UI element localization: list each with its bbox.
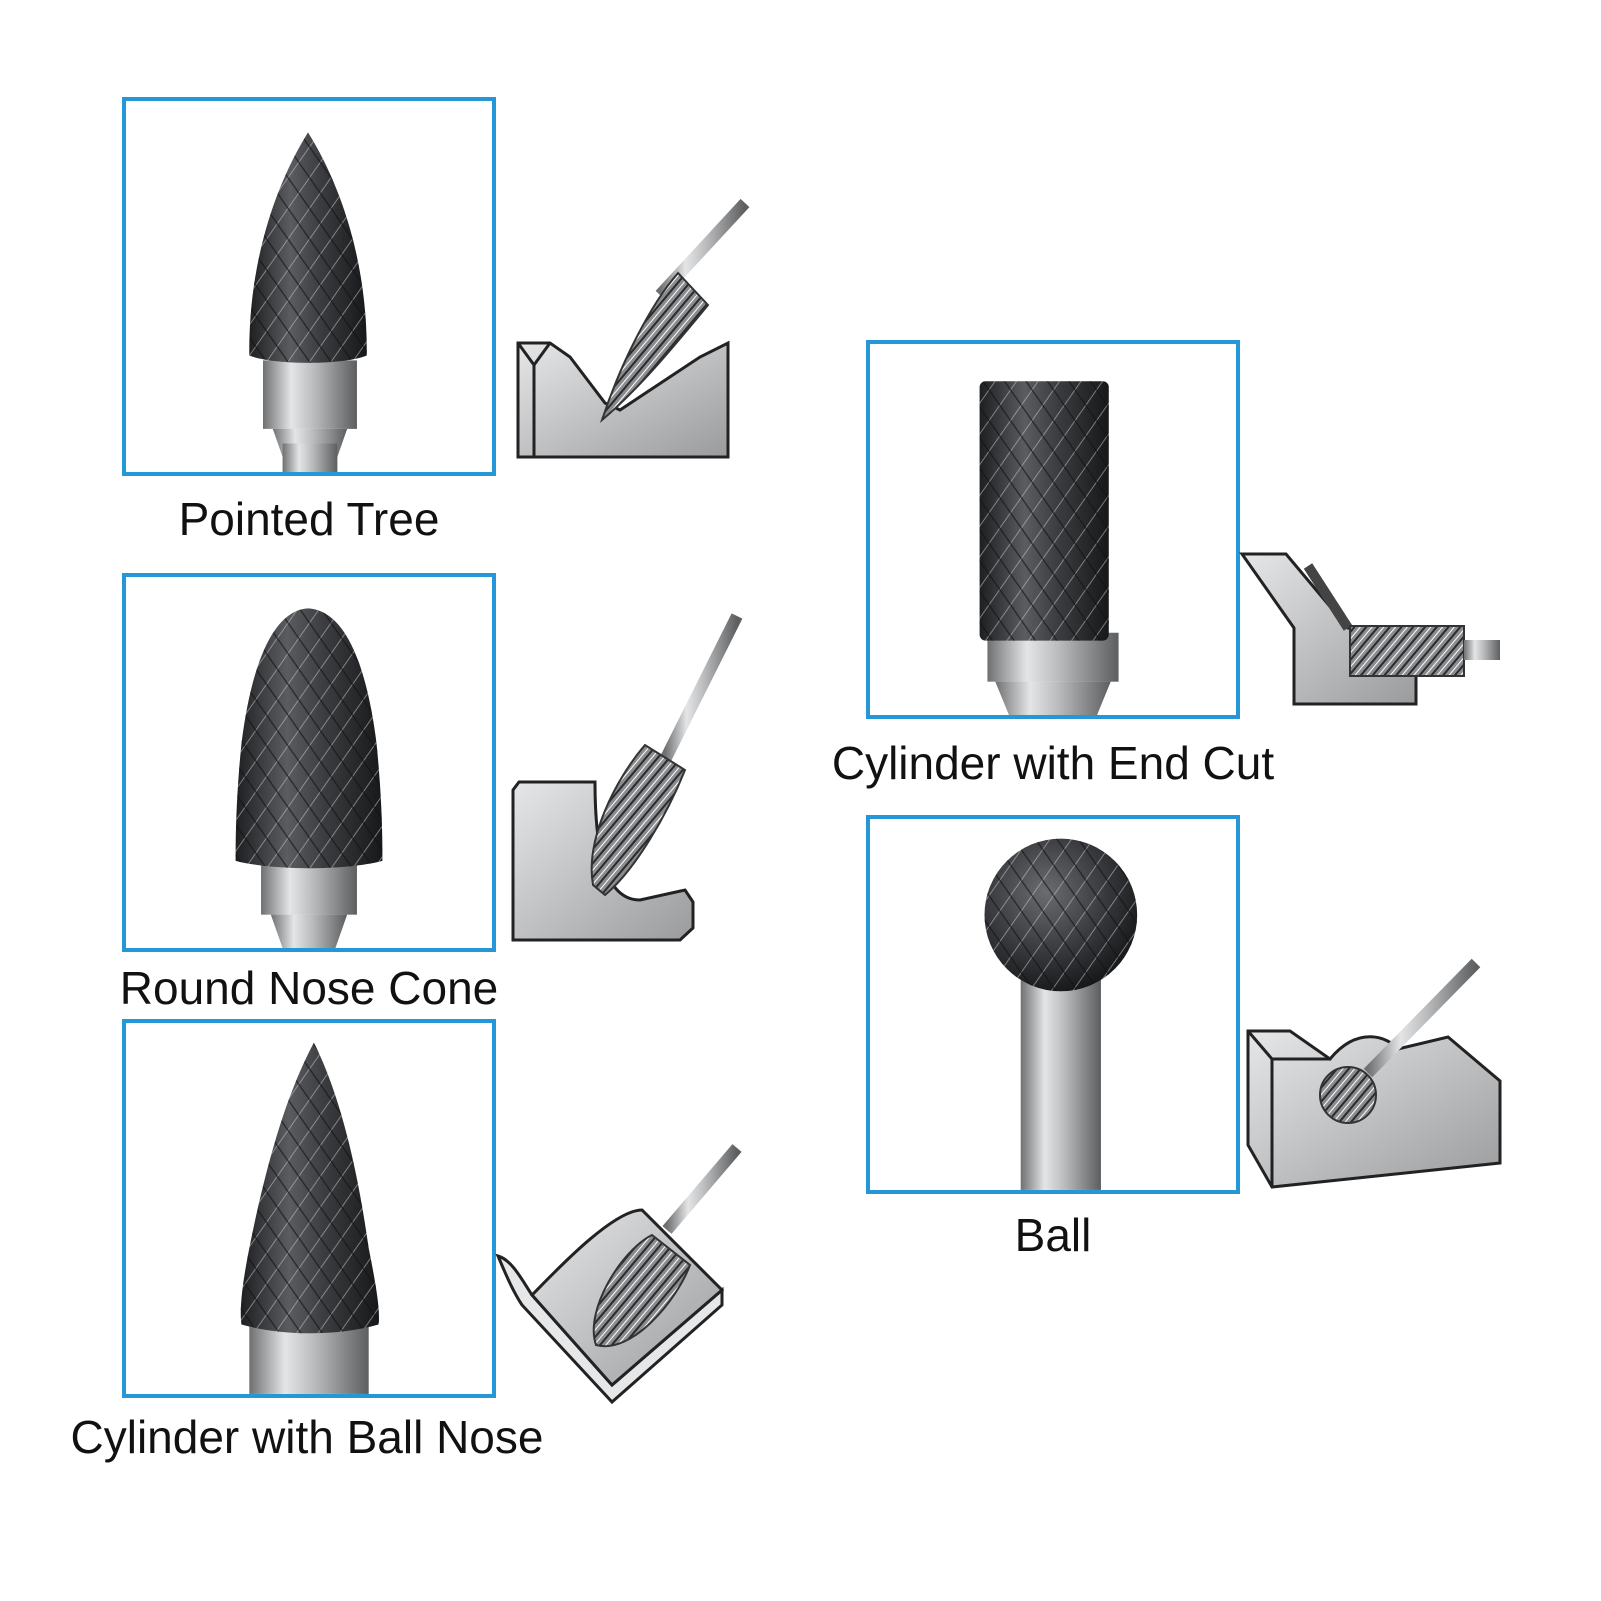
round-nose-cone-burr-icon	[235, 608, 383, 948]
pointed-tree-label: Pointed Tree	[178, 493, 440, 545]
round-nose-cone-application-illustration	[505, 610, 745, 950]
round-nose-cone-photo-frame	[122, 573, 496, 952]
cylinder-end-cut-photo-frame	[866, 340, 1240, 719]
ball-application-illustration	[1238, 955, 1503, 1190]
cylinder-ball-nose-application-illustration	[492, 1130, 742, 1415]
cylinder-end-cut-application-illustration	[1238, 548, 1503, 708]
ball-burr-icon	[984, 838, 1138, 1190]
cylinder-end-cut-label: Cylinder with End Cut	[831, 737, 1275, 789]
cylinder-ball-nose-label: Cylinder with Ball Nose	[70, 1411, 544, 1463]
pointed-tree-burr-icon	[249, 132, 367, 472]
cylinder-ball-nose-photo-frame	[122, 1019, 496, 1398]
pointed-tree-photo-frame	[122, 97, 496, 476]
ball-label: Ball	[1014, 1209, 1092, 1261]
pointed-tree-application-illustration	[510, 195, 750, 465]
ball-photo-frame	[866, 815, 1240, 1194]
round-nose-cone-label: Round Nose Cone	[119, 962, 499, 1014]
cylinder-end-cut-burr-icon	[979, 381, 1119, 715]
cylinder-ball-nose-burr-icon	[240, 1042, 379, 1394]
